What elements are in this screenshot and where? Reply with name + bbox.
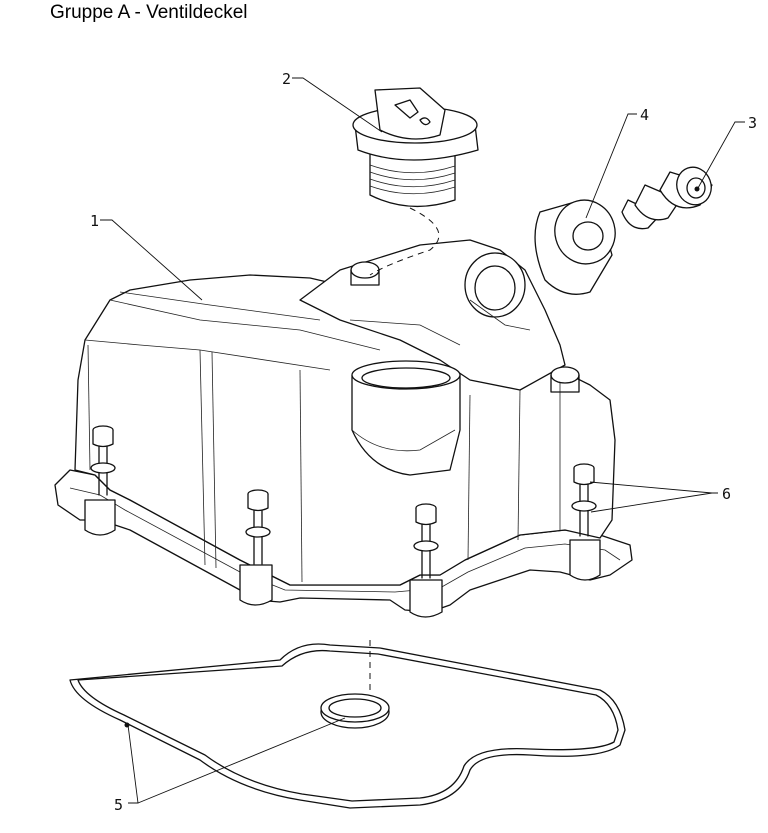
- oil-filler-cap: [352, 87, 479, 208]
- bolts: [90, 425, 597, 579]
- callout-1: 1: [90, 212, 99, 230]
- cap-axis-line: [369, 207, 440, 276]
- rubber-grommet: [534, 199, 616, 295]
- callout-2: 2: [282, 70, 291, 88]
- leader-lines: [100, 77, 745, 804]
- callout-3: 3: [748, 114, 757, 132]
- valve-cover: [54, 239, 633, 618]
- callout-6: 6: [722, 485, 731, 503]
- diagram-title: Gruppe A - Ventildeckel: [50, 2, 248, 23]
- callout-4: 4: [640, 106, 649, 124]
- seal-ring: [320, 693, 390, 729]
- breather-nipple: [621, 166, 713, 230]
- callout-5: 5: [114, 796, 123, 814]
